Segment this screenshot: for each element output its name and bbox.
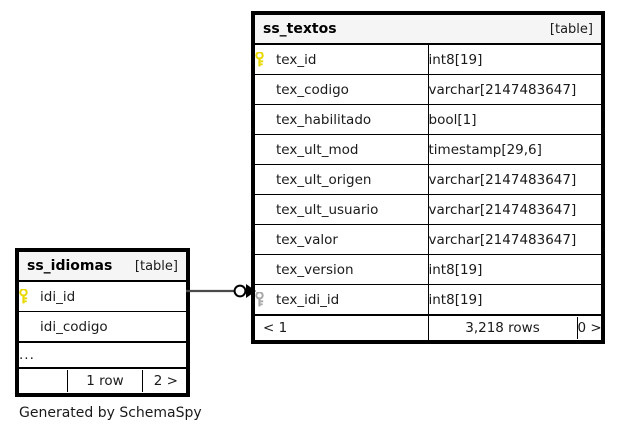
column-type-label: varchar[2147483647] [427,164,602,195]
column-type-label: varchar[2147483647] [427,194,602,225]
column-type-label: int8[19] [427,43,602,75]
column-name-cell: tex_valor [254,224,429,255]
entity-grid: ss_idiomas [table] [18,251,187,394]
table-type-tag: [table] [549,21,593,37]
column-row[interactable]: tex_valor varchar[2147483647] [254,224,602,255]
column-type-label: varchar[2147483647] [427,224,602,255]
column-name-label: tex_ult_origen [276,171,372,188]
column-name-cell: tex_version [254,254,429,285]
column-type-label: timestamp[29,6] [427,134,602,165]
no-key-icon [255,172,272,188]
primary-key-icon [19,289,37,305]
no-key-icon [255,112,272,128]
column-row[interactable]: tex_ult_origen varchar[2147483647] [254,164,602,195]
column-name-cell: tex_habilitado [254,104,429,135]
primary-key-icon [255,52,272,68]
column-type-label: int8[19] [427,254,602,285]
many-cardinality-arrow-marker [246,284,256,298]
table-title: ss_idiomas [27,258,113,274]
entity-table-ss-textos[interactable]: ss_textos [table] [251,11,605,344]
column-name-label: tex_id [276,51,317,68]
entity-table-ss-idiomas[interactable]: ss_idiomas [table] [15,248,190,397]
column-name-label: tex_valor [276,231,338,248]
footer-cell-group: 1 row 2 > [18,367,187,394]
footer-row-count: 1 row [67,370,143,392]
table-footer-row: 1 row 2 > [18,367,187,394]
no-key-icon [255,202,272,218]
column-name-label: tex_ult_mod [276,141,359,158]
footer-parents-count[interactable] [19,370,68,392]
table-header-row: ss_textos [table] [254,14,602,45]
footer-cell-group: 3,218 rows 0 > [427,314,602,341]
column-name-cell: tex_ult_mod [254,134,429,165]
table-header-cell: ss_textos [table] [254,14,602,45]
column-row[interactable]: tex_id int8[19] [254,43,602,75]
column-row[interactable]: tex_ult_usuario varchar[2147483647] [254,194,602,225]
column-name-label: tex_ult_usuario [276,201,379,218]
no-key-icon [255,142,272,158]
column-name-label: idi_id [40,288,76,305]
footer-children-count[interactable]: 0 > [577,320,601,336]
column-name-label: tex_codigo [276,81,349,98]
column-name-cell: idi_id [18,280,187,312]
column-name-label: tex_habilitado [276,111,372,128]
column-row[interactable]: tex_idi_id int8[19] [254,284,602,316]
zero-or-one-cardinality-marker [233,284,247,298]
table-header-row: ss_idiomas [table] [18,251,187,282]
footer-children-count[interactable]: 2 > [153,373,178,389]
more-columns-ellipsis: ... [18,341,187,369]
column-type-label: varchar[2147483647] [427,74,602,105]
no-key-icon [255,82,272,98]
generated-by-caption: Generated by SchemaSpy [19,405,202,421]
column-name-cell: tex_ult_usuario [254,194,429,225]
column-name-cell: tex_idi_id [254,284,429,316]
ellipsis-row: ... [18,341,187,369]
no-key-icon [255,232,272,248]
column-name-cell: tex_codigo [254,74,429,105]
no-key-icon [20,319,37,335]
column-name-label: idi_codigo [40,318,108,335]
table-type-tag: [table] [134,258,178,274]
column-row[interactable]: idi_id [18,280,187,312]
column-row[interactable]: tex_codigo varchar[2147483647] [254,74,602,105]
column-type-label: bool[1] [427,104,602,135]
table-footer-row: < 1 3,218 rows 0 > [254,314,602,341]
foreign-key-icon [255,292,272,308]
footer-parents-count[interactable]: < 1 [254,314,429,341]
column-name-cell: tex_ult_origen [254,164,429,195]
column-name-label: tex_version [276,261,354,278]
column-name-cell: tex_id [254,43,429,75]
column-name-cell: idi_codigo [18,311,187,343]
column-name-label: tex_idi_id [276,291,340,308]
column-row[interactable]: idi_codigo [18,311,187,343]
relationship-connector-idi-id-to-tex-idi-id[interactable] [186,276,258,306]
column-type-label: int8[19] [427,284,602,316]
column-row[interactable]: tex_ult_mod timestamp[29,6] [254,134,602,165]
column-row[interactable]: tex_habilitado bool[1] [254,104,602,135]
table-title: ss_textos [263,21,337,37]
column-row[interactable]: tex_version int8[19] [254,254,602,285]
entity-grid: ss_textos [table] [254,14,602,341]
footer-row-count: 3,218 rows [428,317,578,339]
table-header-cell: ss_idiomas [table] [18,251,187,282]
